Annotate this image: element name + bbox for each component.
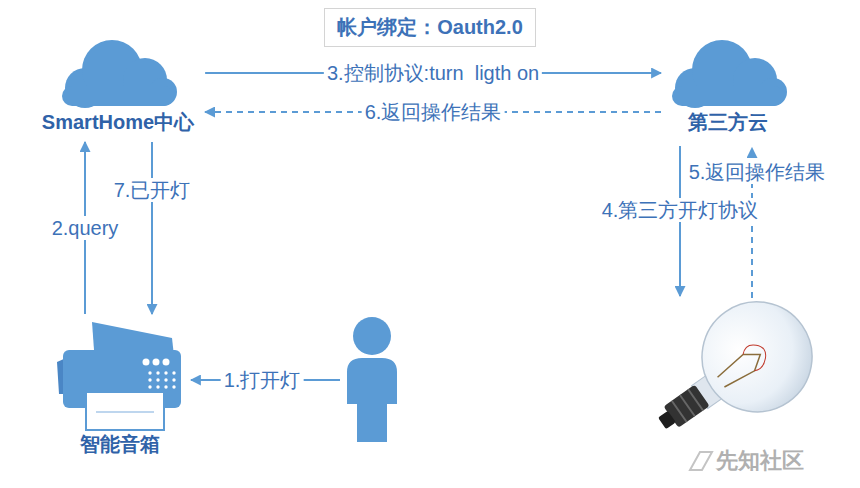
person-icon: [347, 317, 397, 442]
step-label: 4.第三方开灯协议: [599, 198, 762, 222]
connector: [151, 142, 153, 314]
edge-label: 3.控制协议:turn ligth on: [324, 61, 542, 85]
watermark-logo: [690, 452, 712, 470]
cloud-icon: [62, 40, 177, 108]
cloud-node: SmartHome中心: [33, 32, 203, 140]
title-box: 帐户绑定：Oauth2.0: [324, 8, 536, 47]
node-label: SmartHome中心: [40, 110, 196, 134]
watermark: 先知社区: [716, 448, 804, 474]
bulb-icon: [630, 280, 833, 468]
step-label: 5.返回操作结果: [686, 160, 829, 184]
node-label: 第三方云: [686, 110, 770, 134]
cloud-node: 第三方云: [663, 32, 793, 140]
node-label: 智能音箱: [78, 432, 162, 456]
device-node: 智能音箱: [55, 316, 185, 462]
cloud-icon: [672, 40, 787, 108]
edge-label: 6.返回操作结果: [362, 100, 505, 124]
edge-label: 2.query: [49, 216, 122, 240]
edge-label: 7.已开灯: [111, 178, 194, 202]
step-label: 1.打开灯: [221, 368, 304, 392]
speaker-icon: [57, 322, 181, 430]
